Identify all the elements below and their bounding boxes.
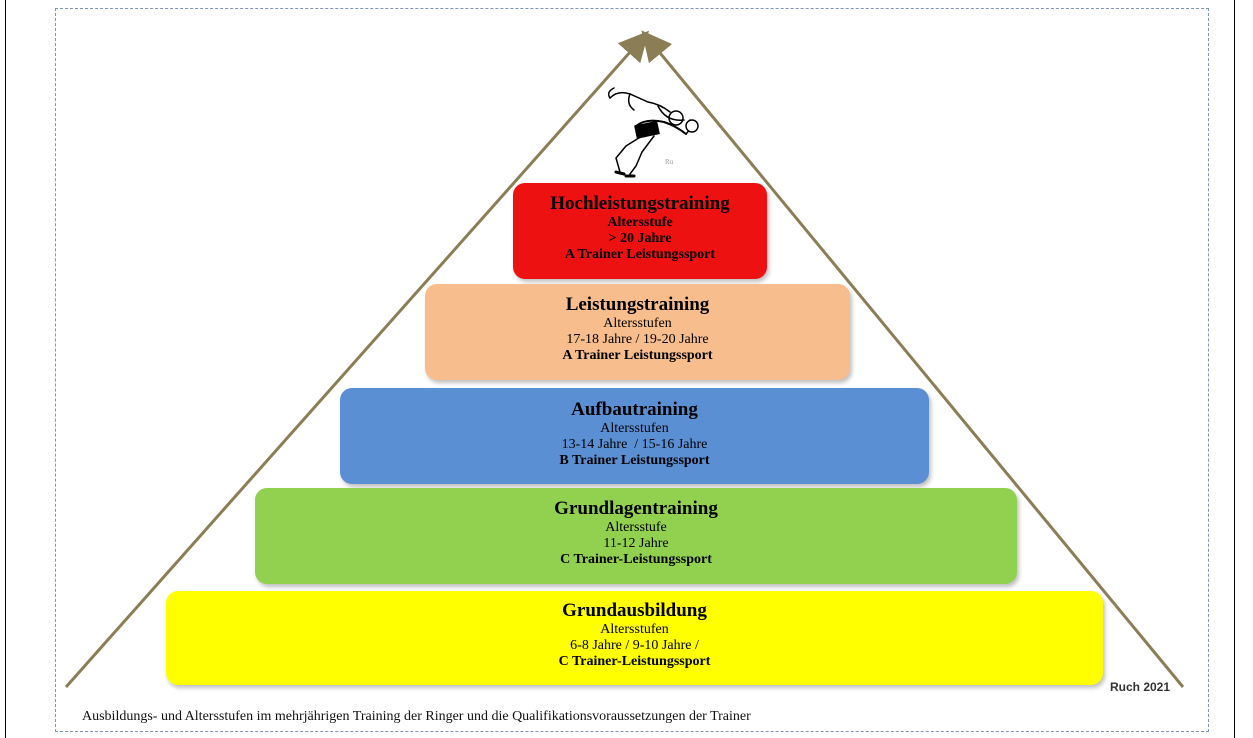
level-title: Grundausbildung	[562, 600, 707, 621]
level-trainer: A Trainer Leistungssport	[564, 247, 716, 263]
level-grundausbildung: Grundausbildung Altersstufen 6-8 Jahre /…	[166, 591, 1103, 685]
level-title: Leistungstraining	[565, 294, 710, 315]
figure-frame	[55, 8, 1209, 732]
level-ages: 11-12 Jahre	[603, 535, 669, 551]
level-ages: > 20 Jahre	[608, 230, 672, 246]
author-credit: Ruch 2021	[1110, 680, 1171, 694]
right-arrow-line	[641, 30, 1185, 688]
level-trainer: C Trainer-Leistungssport	[560, 552, 712, 568]
level-trainer: A Trainer Leistungssport	[562, 348, 713, 364]
figure-caption: Ausbildungs- und Altersstufen im mehrjäh…	[82, 709, 751, 724]
right-border-line	[1234, 0, 1235, 738]
level-ages: 13-14 Jahre / 15-16 Jahre	[561, 436, 708, 452]
illustration-initials: Ru	[665, 158, 674, 166]
level-leistungstraining: Leistungstraining Altersstufen 17-18 Jah…	[425, 284, 850, 380]
wrestler-throw-icon	[607, 87, 699, 178]
level-ages: 17-18 Jahre / 19-20 Jahre	[566, 331, 709, 347]
level-age-label: Altersstufe	[605, 519, 667, 535]
level-title: Grundlagentraining	[554, 498, 718, 519]
left-arrow-line	[64, 30, 649, 688]
level-hochleistungstraining: Hochleistungstraining Altersstufe > 20 J…	[513, 183, 767, 279]
level-trainer: C Trainer-Leistungssport	[558, 654, 711, 670]
level-title: Hochleistungstraining	[550, 193, 730, 214]
level-age-label: Altersstufe	[607, 214, 673, 230]
level-age-label: Altersstufen	[600, 621, 669, 637]
level-age-label: Altersstufen	[600, 420, 669, 436]
left-border-line	[5, 0, 6, 738]
level-ages: 6-8 Jahre / 9-10 Jahre /	[570, 637, 699, 653]
level-grundlagentraining: Grundlagentraining Altersstufe 11-12 Jah…	[255, 488, 1017, 584]
level-title: Aufbautraining	[571, 399, 698, 420]
level-age-label: Altersstufen	[603, 315, 672, 331]
level-trainer: B Trainer Leistungssport	[559, 453, 710, 469]
level-aufbautraining: Aufbautraining Altersstufen 13-14 Jahre …	[340, 388, 929, 484]
